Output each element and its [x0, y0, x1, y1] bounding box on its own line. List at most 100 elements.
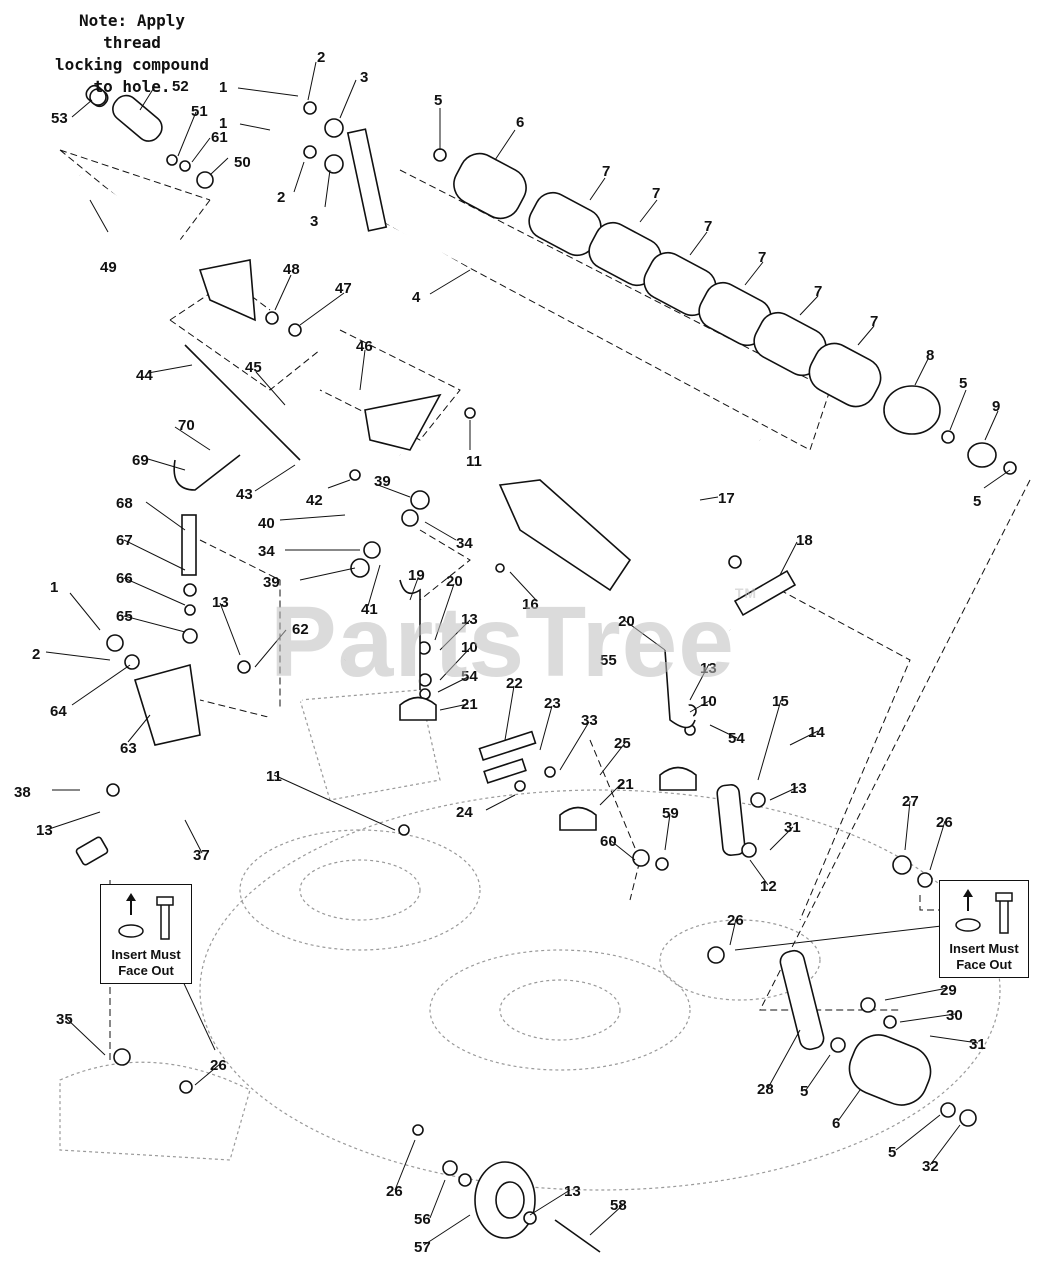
- callout: 31: [969, 1036, 986, 1053]
- callout: 61: [211, 129, 228, 146]
- callout: 26: [210, 1057, 227, 1074]
- roller-shaft: [346, 128, 761, 442]
- callout: 1: [219, 79, 227, 96]
- callout: 16: [522, 596, 539, 613]
- assembly-note: Note: Apply thread locking compound to h…: [52, 10, 212, 98]
- callout: 54: [728, 730, 745, 747]
- insert-note-right: Insert Must Face Out: [939, 880, 1029, 978]
- callout: 48: [283, 261, 300, 278]
- callout: 9: [992, 398, 1000, 415]
- insert-caption: Face Out: [118, 963, 174, 978]
- callout: 27: [902, 793, 919, 810]
- callout: 5: [959, 375, 967, 392]
- callout: 13: [790, 780, 807, 797]
- callout: 11: [266, 768, 282, 785]
- note-line: Note: Apply thread: [79, 11, 185, 52]
- callout: 40: [258, 515, 275, 532]
- callout: 26: [727, 912, 744, 929]
- small-hardware: [89, 88, 1017, 1225]
- callout: 1: [50, 579, 58, 596]
- callout: 14: [808, 724, 825, 741]
- callout: 68: [116, 495, 133, 512]
- lift-arm-assembly: [364, 393, 797, 632]
- callout: 5: [973, 493, 981, 510]
- callout: 49: [100, 259, 117, 276]
- callout: 38: [14, 784, 31, 801]
- callout: 44: [136, 367, 153, 384]
- callout: 7: [814, 283, 822, 300]
- roller-set: [453, 152, 997, 468]
- callout: 11: [466, 453, 482, 470]
- callout: 52: [172, 78, 189, 95]
- callout: 10: [700, 693, 717, 710]
- callout: 8: [926, 347, 934, 364]
- callout: 13: [212, 594, 229, 611]
- callout: 24: [456, 804, 473, 821]
- note-line: locking compound: [54, 55, 210, 74]
- callout: 69: [132, 452, 149, 469]
- wheel: [474, 1161, 601, 1253]
- callout: 55: [600, 652, 617, 669]
- callout: 5: [434, 92, 442, 109]
- insert-icon: [955, 889, 1013, 934]
- callout: 56: [414, 1211, 431, 1228]
- callout: 58: [610, 1197, 627, 1214]
- callout: 4: [412, 289, 421, 306]
- callout: 59: [662, 805, 679, 822]
- callout: 35: [56, 1011, 73, 1028]
- callout: 7: [704, 218, 712, 235]
- insert-note-left: Insert Must Face Out: [100, 884, 192, 984]
- callout: 1: [219, 115, 227, 132]
- callout: 10: [461, 639, 478, 656]
- callout: 19: [408, 567, 425, 584]
- callout: 54: [461, 668, 478, 685]
- mower-deck-outline: [59, 689, 1001, 1191]
- callout: 26: [386, 1183, 403, 1200]
- callout: 64: [50, 703, 67, 720]
- callout-leaders: [45, 61, 1011, 1246]
- callout: 21: [461, 696, 478, 713]
- callout: 3: [310, 213, 318, 230]
- callout: 32: [922, 1158, 939, 1175]
- callout: 39: [263, 574, 280, 591]
- callout: 20: [618, 613, 635, 630]
- callout: 41: [361, 601, 378, 618]
- callout: 3: [360, 69, 368, 86]
- callout: 34: [456, 535, 473, 552]
- callout: 2: [277, 189, 285, 206]
- callout: 7: [602, 163, 610, 180]
- callout: 33: [581, 712, 598, 729]
- callout: 39: [374, 473, 391, 490]
- note-line: to hole.: [93, 77, 171, 96]
- callout: 13: [700, 660, 717, 677]
- insert-icon: [118, 893, 174, 940]
- callout: 51: [191, 103, 208, 120]
- callout: 22: [506, 675, 523, 692]
- callout: 47: [335, 280, 352, 297]
- callout: 67: [116, 532, 133, 549]
- callout: 30: [946, 1007, 963, 1024]
- callout: 26: [936, 814, 953, 831]
- insert-caption: Face Out: [956, 957, 1012, 972]
- callout: 13: [461, 611, 478, 628]
- callout: 43: [236, 486, 253, 503]
- callout: 29: [940, 982, 957, 999]
- callout: 15: [772, 693, 789, 710]
- callout: 28: [757, 1081, 774, 1098]
- height-lever: [77, 84, 301, 461]
- callout: 5: [800, 1083, 808, 1100]
- callout: 62: [292, 621, 309, 638]
- callout: 65: [116, 608, 133, 625]
- callout-labels: 53 52 51 61 50 49 1 2 3 1 2 3 5 6 7 7 7 …: [14, 49, 1000, 1256]
- rear-roller: [716, 784, 932, 1106]
- callout: 37: [193, 847, 210, 864]
- insert-caption: Insert Must: [111, 947, 181, 962]
- callout: 31: [784, 819, 801, 836]
- callout: 20: [446, 573, 463, 590]
- callout: 13: [36, 822, 53, 839]
- callout: 34: [258, 543, 275, 560]
- callout: 17: [718, 490, 735, 507]
- callout: 63: [120, 740, 137, 757]
- callout: 6: [832, 1115, 840, 1132]
